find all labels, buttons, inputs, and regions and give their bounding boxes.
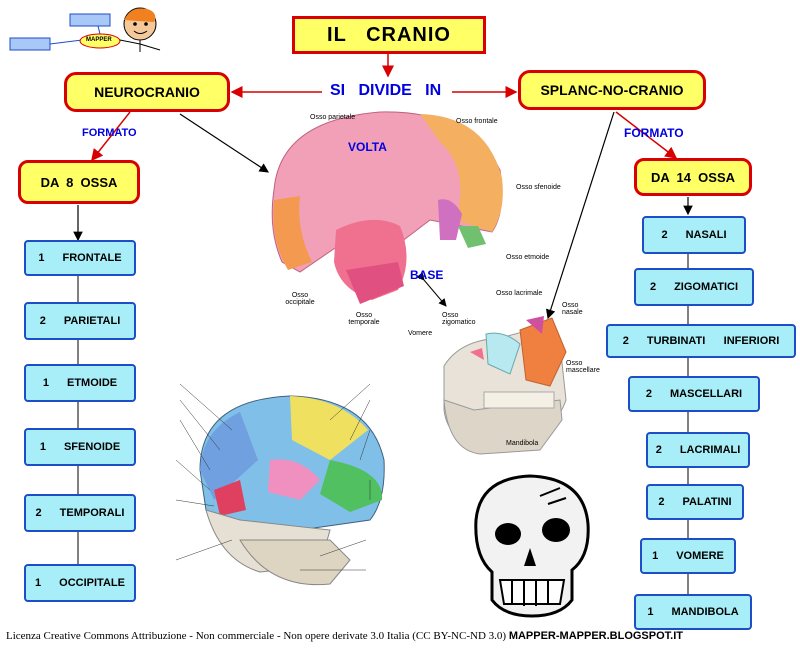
neuro-item-name: FRONTALE xyxy=(62,252,122,264)
splanc-item-num: 1 xyxy=(647,606,654,618)
neuro-formato-arrow xyxy=(91,111,131,162)
splanc-item-num: 2 xyxy=(661,229,668,241)
neuro-item-num: 1 xyxy=(38,252,45,264)
splanc-item-mandibola: 1 MANDIBOLA xyxy=(634,594,752,630)
splanc-count-box: DA 14 OSSA xyxy=(634,158,752,196)
neuro-formato-label: FORMATO xyxy=(82,127,137,139)
splanc-item-turbinati: 2 TURBINATI INFERIORI xyxy=(606,324,796,358)
neuro-item-etmoide: 1 ETMOIDE xyxy=(24,364,136,402)
label-osso-occipitale: Osso occipitale xyxy=(285,292,315,306)
neuro-count-box: DA 8 OSSA xyxy=(18,160,140,204)
footer-license: Licenza Creative Commons Attribuzione - … xyxy=(6,630,507,642)
neuro-item-frontale: 1 FRONTALE xyxy=(24,240,136,276)
splanc-item-lacrimali: 2 LACRIMALI xyxy=(646,432,750,468)
splanc-item-nasali: 2 NASALI xyxy=(642,216,746,254)
label-osso-lacrimale: Osso lacrimale xyxy=(496,290,543,297)
neuro-item-name: OCCIPITALE xyxy=(59,577,125,589)
neuro-item-name: PARIETALI xyxy=(63,315,121,327)
divide-label: SI DIVIDE IN xyxy=(330,82,442,99)
neuro-item-name: TEMPORALI xyxy=(59,507,125,519)
splanc-skull-arrow xyxy=(545,111,615,320)
neuro-item-num: 1 xyxy=(35,577,42,589)
page-title: IL CRANIO xyxy=(327,23,451,46)
splanc-item-num: 2 xyxy=(658,496,665,508)
label-vomere: Vomere xyxy=(408,330,433,337)
splanc-item-name: VOMERE xyxy=(676,550,724,562)
neuro-item-sfenoide: 1 SFENOIDE xyxy=(24,428,136,466)
splanc-item-name: MASCELLARI xyxy=(670,388,743,400)
splanc-item-name: PALATINI xyxy=(682,496,732,508)
splanc-item-palatini: 2 PALATINI xyxy=(646,484,744,520)
label-osso-frontale: Osso frontale xyxy=(456,118,498,125)
splanc-item-num: 2 xyxy=(649,281,657,293)
neuro-item-num: 2 xyxy=(35,507,42,519)
label-osso-etmoide: Osso etmoide xyxy=(506,254,550,261)
splanc-item-name: ZIGOMATICI xyxy=(674,281,739,293)
neuro-item-num: 1 xyxy=(42,377,49,389)
base-label: BASE xyxy=(410,268,444,282)
label-osso-nasale: Osso nasale xyxy=(562,302,583,316)
neurocranio-label: NEUROCRANIO xyxy=(94,84,200,100)
label-mandibola: Mandibola xyxy=(506,440,539,447)
neuro-item-temporali: 2 TEMPORALI xyxy=(24,494,136,532)
mapper-logo-label: MAPPER xyxy=(86,37,112,43)
splanc-item-name: TURBINATI INFERIORI xyxy=(646,335,780,347)
splanc-item-num: 2 xyxy=(645,388,652,400)
neuro-item-parietali: 2 PARIETALI xyxy=(24,302,136,340)
splanc-item-zigomatici: 2 ZIGOMATICI xyxy=(634,268,754,306)
splanc-item-mascellari: 2 MASCELLARI xyxy=(628,376,760,412)
neuro-skull-arrow xyxy=(179,113,270,173)
splanc-formato-arrow xyxy=(615,111,678,159)
label-osso-zigomatico: Osso zigomatico xyxy=(442,312,476,326)
neuro-count-label: DA 8 OSSA xyxy=(40,174,118,190)
neuro-item-num: 2 xyxy=(39,315,46,327)
neuro-item-name: ETMOIDE xyxy=(67,377,118,389)
splanc-item-num: 1 xyxy=(652,550,659,562)
neuro-item-occipitale: 1 OCCIPITALE xyxy=(24,564,136,602)
splancnocranio-label: SPLANC-NO-CRANIO xyxy=(540,82,684,98)
splanc-item-name: LACRIMALI xyxy=(679,444,741,456)
neuro-item-name: SFENOIDE xyxy=(63,441,121,453)
splanc-item-name: NASALI xyxy=(685,229,727,241)
title-box: IL CRANIO xyxy=(292,16,486,54)
splanc-item-name: MANDIBOLA xyxy=(671,606,739,618)
volta-label: VOLTA xyxy=(348,140,387,154)
label-osso-temporale: Osso temporale xyxy=(348,312,380,326)
base-double-arrow xyxy=(416,272,447,307)
label-osso-sfenoide: Osso sfenoide xyxy=(516,184,561,191)
label-osso-mascellare: Osso mascellare xyxy=(566,360,600,374)
neurocranio-box: NEUROCRANIO xyxy=(64,72,230,112)
splanc-item-num: 2 xyxy=(655,444,662,456)
splancnocranio-box: SPLANC-NO-CRANIO xyxy=(518,70,706,110)
label-osso-parietale: Osso parietale xyxy=(310,114,356,121)
neuro-item-num: 1 xyxy=(39,441,46,453)
splanc-formato-label: FORMATO xyxy=(624,126,684,140)
splanc-count-label: DA 14 OSSA xyxy=(650,169,736,185)
footer: Licenza Creative Commons Attribuzione - … xyxy=(6,630,683,642)
footer-site-link[interactable]: MAPPER-MAPPER.BLOGSPOT.IT xyxy=(508,630,683,642)
splanc-item-num: 2 xyxy=(622,335,629,347)
splanc-item-vomere: 1 VOMERE xyxy=(640,538,736,574)
